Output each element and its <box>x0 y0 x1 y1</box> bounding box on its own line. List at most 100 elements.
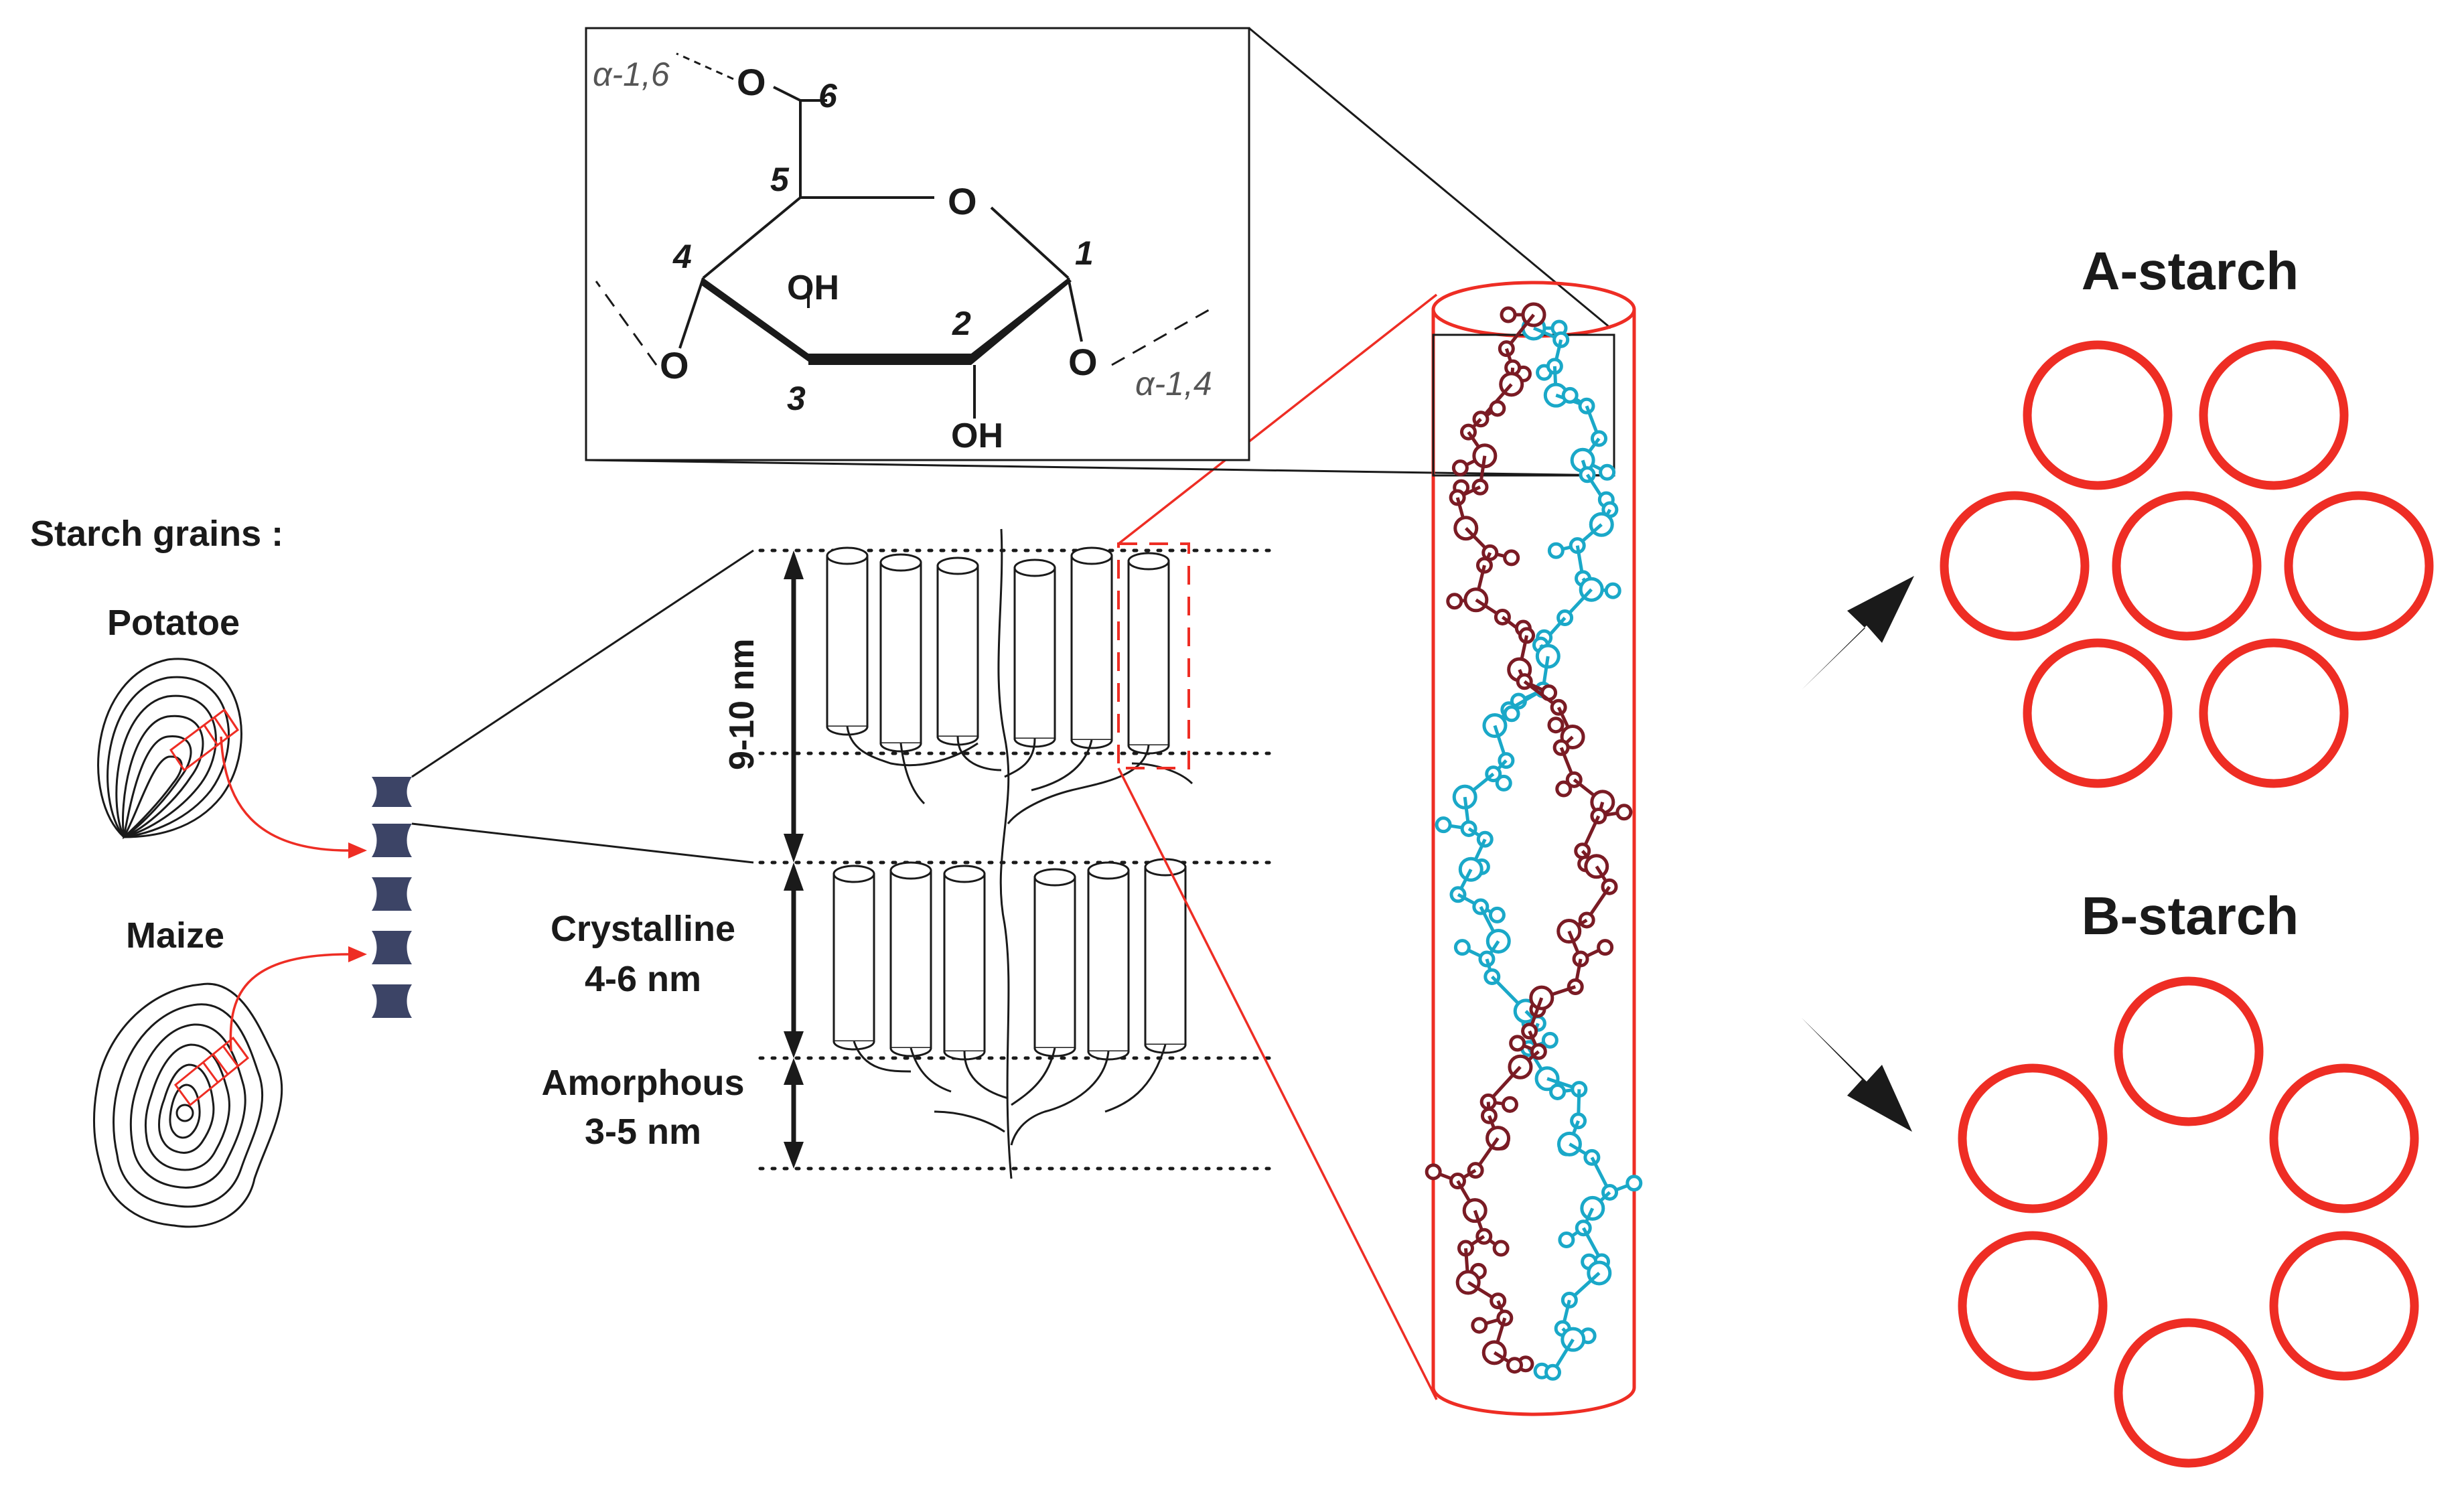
arrow-to-b-starch <box>1802 1018 1912 1132</box>
maroon-strand-atom <box>1509 1035 1526 1052</box>
maize-callout-arrow <box>229 953 349 1052</box>
helix-circle <box>2114 1318 2264 1468</box>
a-starch-title: A-starch <box>2082 241 2299 301</box>
alpha-1-4-bond-label: α-1,4 <box>1135 365 1212 402</box>
helix-cylinder <box>1087 861 1130 1061</box>
helix-circle <box>2114 976 2264 1126</box>
maroon-strand-atom <box>1501 1096 1518 1113</box>
helix-circle <box>2023 340 2173 490</box>
cyan-strand-atom <box>1561 386 1579 404</box>
helix-cylinder <box>1070 546 1113 749</box>
helix-circle <box>2199 638 2349 788</box>
glucose-wedge-right <box>971 278 1072 365</box>
crystalline-size-label: 4-6 nm <box>585 959 701 999</box>
position-4: 4 <box>672 238 692 275</box>
cyan-strand-atom <box>1599 463 1616 481</box>
a-starch-panel: A-starch <box>1940 241 2434 788</box>
dimension-arrows <box>784 550 804 1169</box>
maroon-strand-atom <box>1446 593 1463 610</box>
position-6: 6 <box>818 77 838 115</box>
maroon-strand-atom <box>1506 1357 1523 1374</box>
cyan-strand-atom <box>1558 1231 1575 1248</box>
helix-circle <box>2269 1063 2419 1213</box>
starch-grains-panel: Starch grains : Potatoe Maize <box>30 514 754 1228</box>
helix-cylinder <box>879 553 922 753</box>
helix-circle <box>1958 1063 2108 1213</box>
helix-circle <box>2284 491 2434 641</box>
maroon-strand-atom <box>1500 306 1517 323</box>
glucose-bonds <box>595 52 1213 419</box>
helix-circle <box>2023 638 2173 788</box>
position-5: 5 <box>770 161 790 198</box>
maroon-strand-atom <box>1492 1240 1510 1257</box>
cyan-strand-atom <box>1541 1031 1559 1049</box>
maize-label: Maize <box>126 915 224 956</box>
maroon-strand-atom <box>1547 717 1565 734</box>
b-starch-panel: B-starch <box>1958 886 2419 1468</box>
helix-highlight-box <box>1117 542 1190 769</box>
crystalline-label: Crystalline <box>551 909 735 949</box>
helix-circle <box>2269 1231 2419 1381</box>
oxygen-c1: O <box>1068 341 1098 383</box>
cyan-strand-atom <box>1544 1363 1562 1381</box>
cyan-strand-atom <box>1604 582 1621 599</box>
glucose-frame <box>585 27 1250 461</box>
cyan-strand-atom <box>1625 1175 1643 1192</box>
growth-ring-stack <box>372 777 412 1018</box>
helix-circle <box>1940 491 2090 641</box>
maroon-strand-atom <box>1615 804 1633 821</box>
cyan-strand-atom <box>1503 705 1520 723</box>
zoom-line-glucose-bottom <box>585 459 1615 477</box>
a-starch-helix-packing <box>1940 340 2434 788</box>
helix-cylinder <box>889 861 932 1057</box>
glucose-unit-panel: O O O O OH OH 1 2 3 4 5 6 α-1,6 α-1,4 <box>585 27 1615 477</box>
oxygen-c4: O <box>660 344 689 386</box>
alpha-1-6-bond-label: α-1,6 <box>593 56 670 93</box>
maize-grain-drawing <box>93 982 283 1228</box>
maroon-strand-atom <box>1451 459 1469 477</box>
zoom-line-glucose-top <box>1248 27 1611 329</box>
potato-arrowhead <box>348 842 367 859</box>
zoom-line-upper <box>411 549 754 778</box>
period-label: 9-10 nm <box>723 638 762 770</box>
double-helix-cylinders-lower <box>832 858 1187 1061</box>
glucose-wedge-left <box>701 278 808 362</box>
helix-circle <box>1958 1231 2108 1381</box>
helix-cylinder <box>1144 858 1187 1054</box>
glucose-wedge-bottom <box>808 354 971 365</box>
position-2: 2 <box>952 305 971 342</box>
maize-arrowhead <box>348 946 367 962</box>
double-helix-cylinders-upper <box>826 546 1170 755</box>
maroon-strand-atom <box>1425 1163 1442 1181</box>
amorphous-size-label: 3-5 nm <box>585 1112 701 1152</box>
b-starch-helix-packing <box>1958 976 2419 1468</box>
helix-cylinder <box>1127 552 1170 755</box>
helix-cylinder <box>826 546 869 736</box>
potato-grain-drawing <box>97 658 242 840</box>
amylopectin-branches <box>846 528 1193 1179</box>
cyan-strand-atom <box>1453 939 1471 956</box>
helix-cylinder-outline <box>1431 309 1636 1416</box>
cyan-strand-atom <box>1488 906 1506 923</box>
ring-oxygen: O <box>948 180 977 222</box>
helix-circle <box>2199 340 2349 490</box>
amorphous-label: Amorphous <box>542 1063 745 1103</box>
hydroxyl-c3: OH <box>787 269 839 307</box>
oxygen-c6: O <box>737 61 766 103</box>
starch-grains-title: Starch grains : <box>30 514 283 554</box>
hydroxyl-c2: OH <box>951 417 1003 455</box>
position-3: 3 <box>787 380 806 417</box>
zoom-line-helix-top <box>1117 293 1438 545</box>
maize-sample-box <box>173 1036 250 1107</box>
maroon-strand-atom <box>1471 1317 1488 1334</box>
lamellae-panel: 9-10 nm Crystalline 4-6 nm Amorphous 3-5… <box>542 293 1438 1400</box>
maroon-strand-atom <box>1597 939 1614 956</box>
b-starch-title: B-starch <box>2082 886 2299 946</box>
maroon-strand-atom <box>1503 549 1520 567</box>
maroon-strand-atom <box>1555 780 1573 798</box>
cyan-strand-atom <box>1495 774 1512 792</box>
potato-label: Potatoe <box>107 603 240 643</box>
cyan-strand-atom <box>1435 816 1452 834</box>
helix-cylinder <box>1013 558 1056 748</box>
